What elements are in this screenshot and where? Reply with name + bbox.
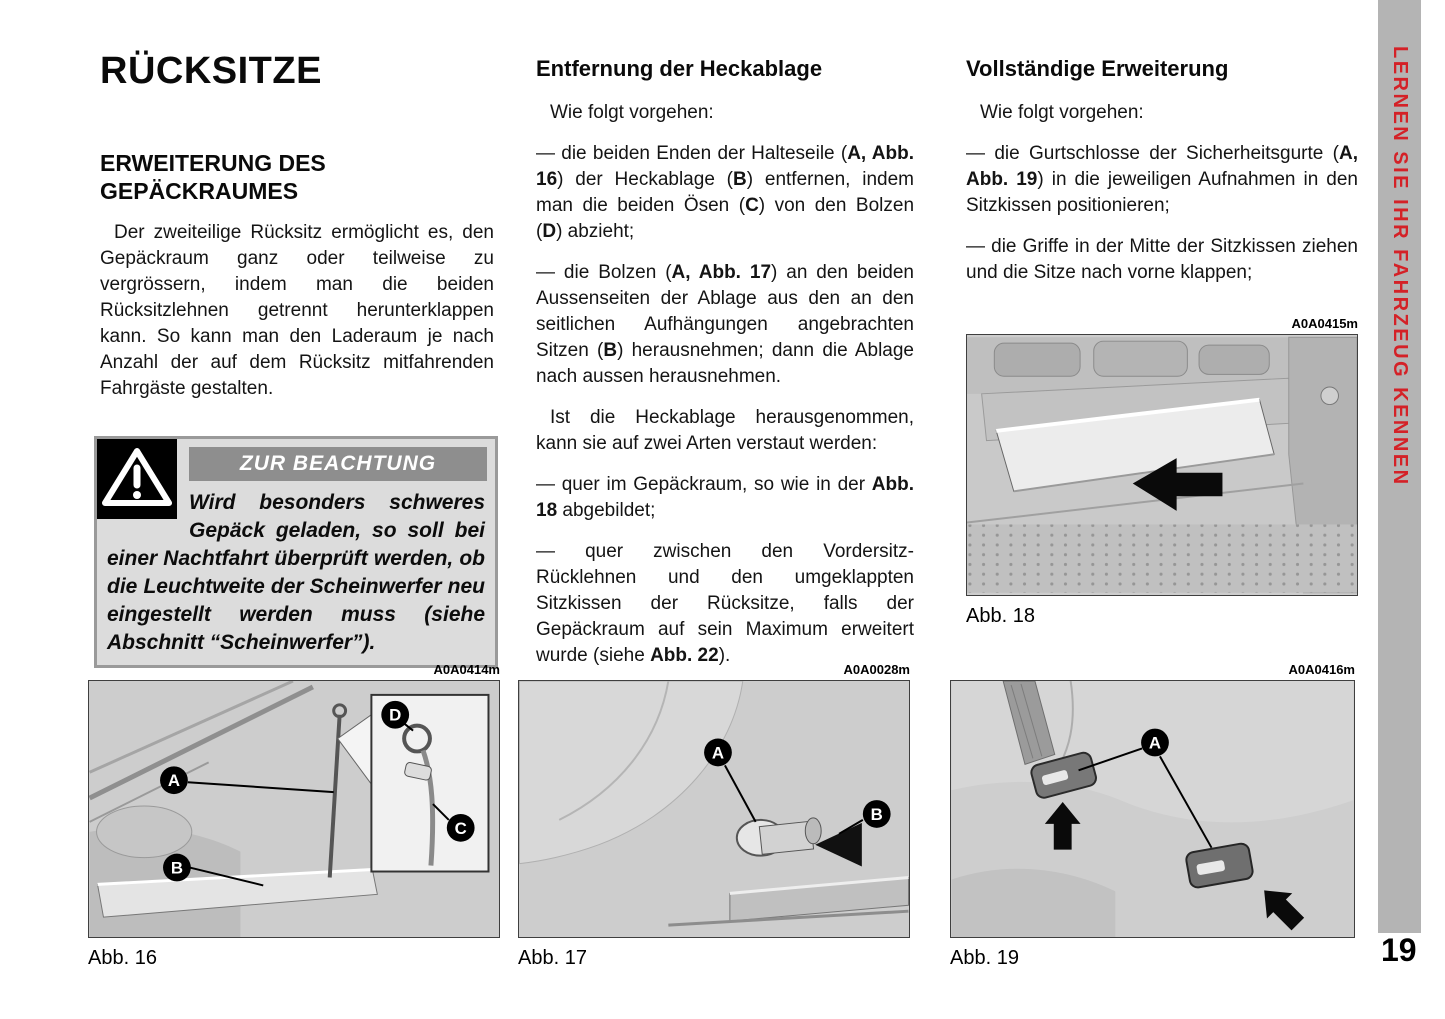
callout-c: C [446,813,475,842]
hook-ring [402,723,432,754]
svg-text:B: B [171,858,183,877]
callout-b: B [862,800,891,828]
paragraph: — die Bolzen (A, Abb. 17) an den beiden … [536,262,914,387]
chapter-title-vertical: LERNEN SIE IHR FAHRZEUG KENNEN [1389,46,1411,487]
direction-arrow [1132,458,1223,511]
paragraph: Wie folgt vorgehen: [550,102,714,123]
figure-16-code: A0A0414m [433,662,501,677]
figure-19-caption: Abb. 19 [950,947,1019,969]
page-title: RÜCKSITZE [100,50,322,92]
warning-triangle-icon [97,439,177,519]
svg-text:A: A [1149,733,1161,752]
warning-box: ZUR BEACHTUNG Wird besonders schweres Ge… [94,436,498,668]
paragraph: — die beiden Enden der Halteseile (A, Ab… [536,143,915,242]
figure-17-code: A0A0028m [843,662,911,677]
figure-17-caption: Abb. 17 [518,947,587,969]
svg-text:A: A [712,743,724,762]
belt-buckle-right [1185,842,1254,889]
page-number: 19 [1381,932,1417,968]
callout-a: A [160,766,188,795]
callout-a: A [1141,728,1169,757]
figure-18-image [966,334,1358,596]
figure-19-image: A [950,680,1355,938]
figure-18-caption: Abb. 18 [966,605,1035,627]
paragraph: Wie folgt vorgehen: [980,102,1144,123]
svg-text:B: B [871,805,883,824]
belt-buckle-left [1030,751,1097,799]
svg-text:D: D [389,706,401,725]
figure-18-code: A0A0415m [1291,316,1359,331]
figure-17-image: A B [518,680,910,938]
middle-column: Entfernung der Heckablage Wie folgt vorg… [536,56,914,669]
callout-a: A [704,738,732,767]
paragraph: Ist die Heckablage herausgenommen, kann … [536,407,914,454]
warning-text: Wird besonders schweres Gepäck geladen, … [107,491,485,654]
figure-19-block: A0A0416m A [950,662,1355,970]
figure-19-code: A0A0416m [1288,662,1356,677]
left-column: RÜCKSITZE ERWEITERUNG DES GEPÄCKRAUMES D… [94,50,498,668]
right-column: Vollständige Erweiterung Wie folgt vorge… [966,56,1358,628]
callout-b: B [163,853,191,882]
figure-16-block: A0A0414m A [88,662,500,970]
right-heading: Vollständige Erweiterung [966,56,1229,81]
warning-header: ZUR BEACHTUNG [189,447,487,481]
paragraph: — quer im Gepäckraum, so wie in der Abb.… [536,474,914,521]
chapter-side-band: LERNEN SIE IHR FAHRZEUG KENNEN [1378,0,1421,933]
svg-text:C: C [455,819,467,838]
paragraph: — die Gurtschlosse der Sicherheitsgurte … [966,143,1358,216]
removal-wedge [815,822,862,867]
svg-text:A: A [168,771,180,790]
figure-16-caption: Abb. 16 [88,947,157,969]
figure-17-block: A0A0028m A B Abb. 17 [518,662,910,970]
intro-paragraph: Der zweiteilige Rücksitz ermöglicht es, … [100,222,494,399]
section-subtitle: ERWEITERUNG DES GEPÄCKRAUMES [100,150,326,204]
middle-heading: Entfernung der Heckablage [536,56,823,81]
callout-d: D [381,700,410,729]
paragraph: — quer zwischen den Vordersitz-Rücklehne… [536,541,914,666]
figure-18-block: A0A0415m [966,316,1358,628]
figure-16-image: A B C D [88,680,500,938]
paragraph: — die Griffe in der Mitte der Sitzkissen… [966,236,1358,283]
insert-arrow-right [1264,890,1305,931]
